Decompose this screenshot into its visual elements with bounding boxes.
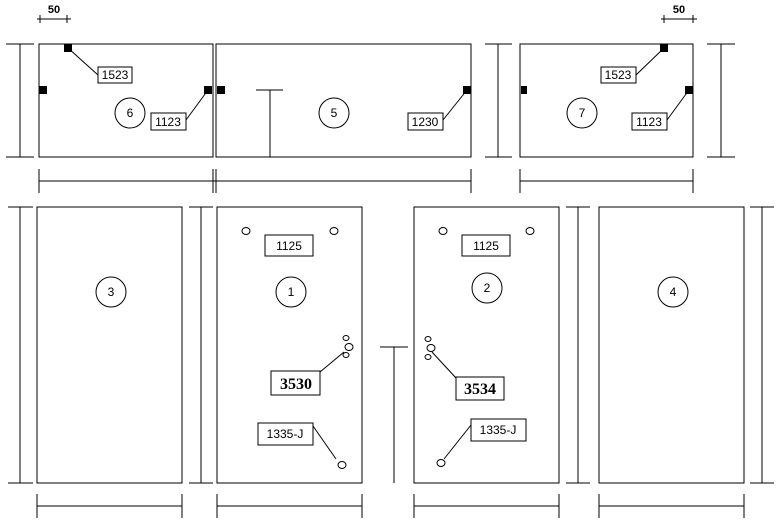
panel-number: 4 — [670, 285, 677, 299]
part-code-1335-j: 1335-J — [480, 423, 517, 437]
drill-hole — [329, 227, 339, 235]
panel-number-circle — [566, 97, 598, 129]
panel-5: 1230 5 — [215, 43, 472, 158]
panel-1: 1125 1 3530 1335-J — [216, 206, 363, 484]
panel-number-circle — [95, 276, 127, 308]
panel-number-circle — [318, 97, 350, 129]
part-code-1125: 1125 — [473, 239, 499, 253]
part-code-1523: 1523 — [605, 68, 632, 82]
panel-3: 3 — [36, 206, 183, 484]
part-code-3534: 3534 — [464, 381, 496, 398]
drill-hole — [424, 336, 432, 342]
height-dimension-bottom-right — [750, 206, 774, 484]
part-code-1523: 1523 — [102, 68, 129, 82]
shelf-support-marker-bottom — [380, 346, 408, 483]
panel-number: 2 — [484, 281, 491, 295]
part-code-1123: 1123 — [636, 115, 662, 129]
height-dimension-top-middle — [485, 43, 512, 158]
drill-hole — [342, 352, 350, 358]
panel-number-circle — [657, 276, 689, 308]
height-dimension-bottom-2 — [189, 206, 213, 484]
part-code-1123: 1123 — [155, 115, 181, 129]
hinge-marker — [39, 86, 47, 94]
panel-number-circle — [114, 97, 146, 129]
part-code-1125: 1125 — [276, 239, 302, 253]
part-code-1230: 1230 — [412, 115, 439, 129]
drill-hole — [337, 461, 347, 469]
height-dimension-top-right — [707, 43, 735, 158]
drill-hole — [241, 227, 251, 235]
height-dimension-bottom-3 — [566, 206, 590, 484]
panel-7: 1523 1123 7 — [519, 43, 694, 158]
drill-hole — [342, 335, 350, 341]
height-dimension-bottom-left — [8, 206, 33, 484]
width-dimension-panel-1 — [216, 494, 363, 518]
panel-number: 1 — [288, 285, 295, 299]
panel-number-circle — [471, 272, 503, 304]
width-dimension-top-right — [519, 169, 694, 193]
drill-hole — [525, 227, 535, 235]
width-dimension-panel-2 — [413, 494, 560, 518]
width-dimension-panel-3 — [36, 494, 183, 518]
drill-hole — [438, 227, 448, 235]
drill-hole — [424, 354, 432, 360]
panel-number: 7 — [579, 106, 586, 120]
drill-hole — [344, 343, 354, 351]
width-dimension-panel-4 — [598, 494, 745, 518]
drill-hole — [436, 459, 446, 467]
panel-4: 4 — [598, 206, 745, 484]
drill-hole — [426, 344, 436, 352]
panel-number: 6 — [127, 106, 134, 120]
panel-number-circle — [275, 276, 307, 308]
width-dimension-top-left — [38, 169, 472, 193]
hinge-marker — [521, 86, 527, 94]
part-code-1335-j: 1335-J — [267, 427, 304, 441]
height-dimension-top-left — [6, 43, 34, 158]
dimension-50-left: 50 — [37, 4, 71, 23]
dimension-50-right: 50 — [661, 4, 697, 23]
panel-number: 3 — [108, 285, 115, 299]
panel-6: 1523 1123 6 — [38, 43, 214, 158]
dimension-label-left: 50 — [48, 4, 60, 16]
part-code-3530: 3530 — [280, 376, 312, 393]
panel-number: 5 — [331, 106, 338, 120]
dimension-label-right: 50 — [673, 4, 685, 16]
panel-2: 1125 2 3534 1335-J — [413, 206, 560, 484]
hinge-marker — [217, 86, 225, 94]
